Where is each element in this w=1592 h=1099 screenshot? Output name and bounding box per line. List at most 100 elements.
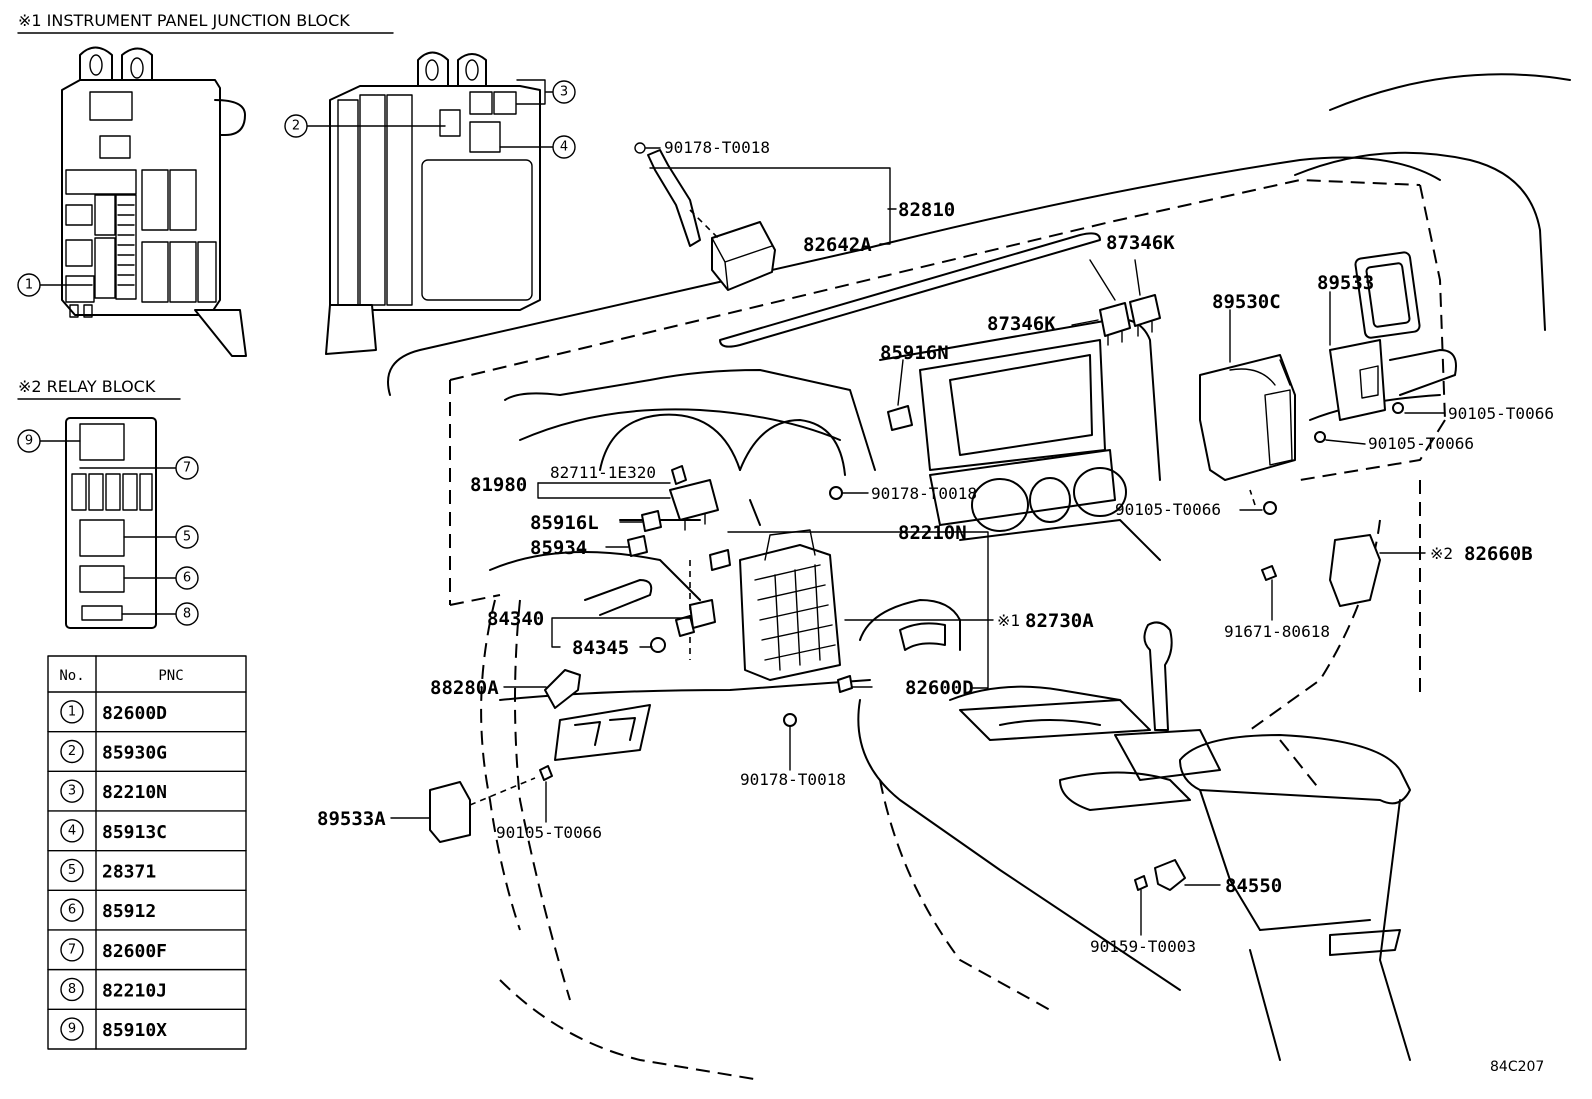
bracket-82810	[634, 142, 701, 247]
connector-82210N	[709, 549, 731, 571]
table-row-pnc: 85930G	[102, 742, 167, 763]
relay-87346K-a	[1099, 302, 1131, 346]
table-row-number-circle	[60, 1017, 84, 1041]
mark-2: ※2	[1430, 544, 1453, 563]
table-row-number: 3	[68, 784, 76, 799]
label-84340: 84340	[487, 608, 544, 630]
table-row-number: 9	[68, 1022, 76, 1037]
connector-82600D	[837, 675, 853, 693]
relay-85934	[627, 535, 648, 557]
table-row-pnc: 85910X	[102, 1020, 167, 1041]
label-82711-1E320: 82711-1E320	[550, 463, 656, 482]
relay-block-header: ※2 RELAY BLOCK	[18, 377, 156, 396]
table-row-number: 8	[68, 982, 76, 997]
part-labels: 90178-T0018 82810 82642A 87346K 87346K 8…	[317, 138, 1554, 956]
junction-block-front-view	[61, 46, 247, 357]
table-row-number: 4	[68, 823, 76, 838]
table-row-number-circle	[60, 739, 84, 764]
table-row-number-circle	[60, 898, 84, 922]
bolt-90159	[1134, 875, 1148, 891]
bolt-90178-mid	[829, 486, 843, 500]
bolts-90105-right	[1263, 402, 1404, 515]
callout-number-7: 7	[183, 461, 191, 476]
label-87346K-a: 87346K	[1106, 232, 1175, 254]
table-row-number-circle	[60, 977, 84, 1002]
label-82810: 82810	[898, 199, 955, 221]
table-header-no: No.	[59, 668, 84, 684]
label-90105-T0066-right-1: 90105-T0066	[1448, 404, 1554, 423]
label-91671-80618: 91671-80618	[1224, 622, 1330, 641]
table-row-pnc: 82210N	[102, 782, 167, 803]
bolt-90178-low	[783, 713, 797, 727]
table-row-number: 2	[68, 744, 76, 759]
relay-87346K-b	[1129, 294, 1161, 337]
junction-block-callouts: 1 2 3 4	[17, 79, 576, 297]
callout-number-6: 6	[183, 571, 191, 586]
label-84345: 84345	[572, 637, 629, 659]
relay-block-callouts: 9 7 5 6 8	[17, 429, 199, 626]
relay-81980	[669, 479, 719, 531]
label-90105-T0066-low: 90105-T0066	[496, 823, 602, 842]
label-90105-T0066-right-2: 90105-T0066	[1368, 434, 1474, 453]
callout-circle-5	[175, 525, 199, 549]
callout-circle-9	[17, 429, 41, 453]
dashboard-outline	[387, 73, 1571, 1081]
label-81980: 81980	[470, 474, 527, 496]
label-85916N: 85916N	[880, 342, 949, 364]
label-89530C: 89530C	[1212, 291, 1281, 313]
label-82660B: 82660B	[1464, 543, 1533, 565]
table-row-number: 5	[68, 863, 76, 878]
label-82210N: 82210N	[898, 522, 967, 544]
label-90178-T0018-top: 90178-T0018	[664, 138, 770, 157]
mark-1: ※1	[997, 611, 1020, 630]
switch-84550	[1154, 859, 1186, 891]
table-row-pnc: 28371	[102, 861, 156, 882]
table-row-number: 1	[68, 704, 76, 719]
bolt-90105-low	[539, 765, 553, 781]
table-row-pnc: 85912	[102, 901, 156, 922]
callout-circle-2	[284, 114, 308, 138]
junction-block-side-view	[325, 51, 541, 355]
label-82642A: 82642A	[803, 234, 872, 256]
sensor-89533	[1329, 339, 1386, 421]
label-88280A: 88280A	[430, 677, 499, 699]
sensor-88280A	[544, 669, 581, 709]
relay-85916N	[887, 405, 913, 431]
leader-lines	[390, 147, 1446, 936]
relay-85916L	[641, 510, 662, 532]
table-row-number-circle	[60, 779, 84, 803]
callout-circle-7	[175, 456, 199, 480]
table-row-number-circle	[60, 938, 84, 962]
table-row-pnc: 82600F	[102, 941, 167, 962]
callout-number-5: 5	[183, 530, 191, 545]
callout-number-1: 1	[25, 278, 33, 293]
relay-82642A	[711, 221, 776, 291]
table-row-pnc: 85913C	[102, 822, 167, 843]
callout-circle-3	[552, 80, 576, 104]
table-header-pnc: PNC	[158, 668, 183, 684]
label-90178-T0018-mid: 90178-T0018	[871, 484, 977, 503]
callout-circle-4	[552, 135, 576, 159]
label-90159-T0003: 90159-T0003	[1090, 937, 1196, 956]
label-90178-T0018-low: 90178-T0018	[740, 770, 846, 789]
clip-84345	[650, 637, 666, 653]
figure-code: 84C207	[1490, 1059, 1544, 1075]
table-row-number-circle	[60, 700, 84, 724]
junction-block-header: ※1 INSTRUMENT PANEL JUNCTION BLOCK	[18, 11, 350, 30]
relay-block	[39, 417, 177, 629]
label-85916L: 85916L	[530, 512, 599, 534]
callout-number-9: 9	[25, 434, 33, 449]
table-row-number: 7	[68, 942, 76, 957]
table-row-pnc: 82210J	[102, 980, 167, 1001]
table-row-number: 6	[68, 903, 76, 918]
sensor-89533A	[429, 781, 471, 843]
table-row-number-circle	[60, 819, 84, 843]
label-87346K-b: 87346K	[987, 313, 1056, 335]
callout-number-3: 3	[560, 85, 568, 100]
junction-block-82730A	[739, 529, 841, 681]
label-82730A: 82730A	[1025, 610, 1094, 632]
table-row-number-circle	[60, 858, 84, 883]
callout-circle-1	[17, 273, 41, 297]
